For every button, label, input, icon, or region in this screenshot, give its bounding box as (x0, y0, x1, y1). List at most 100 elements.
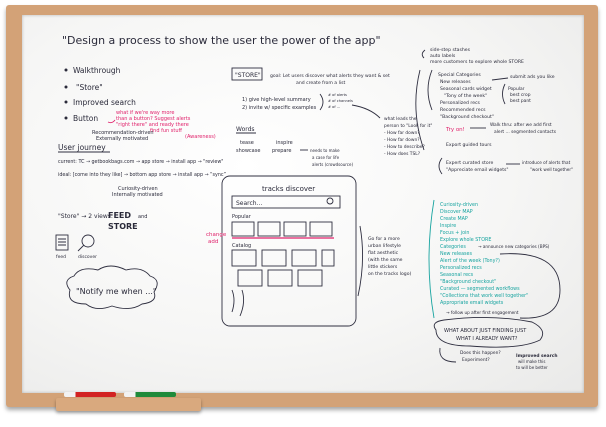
phone-search: Search... (236, 200, 262, 207)
svg-text:- How to describe?: - How to describe? (384, 144, 425, 150)
notify-text: "Notify me when ..." (76, 287, 157, 296)
svg-text:# of channels: # of channels (328, 99, 353, 103)
svg-text:Curiosity-driven: Curiosity-driven (440, 202, 478, 208)
journey-ideal: ideal: [come into they like] → bottom ap… (58, 172, 227, 178)
left-list-item: Button (73, 114, 98, 123)
try-on-label: Try on! (445, 127, 465, 133)
phone-section-catalog: Catalog (232, 243, 251, 249)
svg-text:what if we're way more: what if we're way more (116, 110, 174, 116)
red-change-note: change (206, 232, 227, 238)
svg-text:inspire: inspire (276, 140, 293, 146)
svg-text:auto labels: auto labels (430, 53, 456, 59)
svg-text:- How far down?: - How far down? (384, 130, 420, 136)
svg-text:Popular: Popular (508, 86, 525, 92)
what-leads-note: what leads the person to "Look for it" -… (351, 69, 432, 157)
right-list: Special Categories New releases Seasonal… (427, 69, 555, 120)
svg-text:side-step stashes: side-step stashes (430, 47, 471, 53)
reco-note: Externally motivated (96, 136, 148, 142)
user-journey: User journey current: TC → getbookbags.c… (58, 143, 227, 198)
svg-text:Seasonal recs: Seasonal recs (440, 272, 474, 278)
svg-text:→ follow up after first engage: → follow up after first engagement (446, 310, 519, 315)
reco-note: Recommendation-driven (92, 130, 154, 136)
store-goal: "STORE" goal: Let users discover what al… (231, 67, 390, 86)
svg-text:"Background checkout": "Background checkout" (440, 114, 494, 120)
left-list-item: "Store" (76, 83, 103, 92)
svg-text:best pant: best pant (510, 98, 531, 104)
store-goal-box: "STORE" (235, 72, 261, 79)
button-note: what if we're way more than a button? Su… (107, 110, 216, 140)
svg-text:Personalized recs: Personalized recs (440, 100, 481, 106)
svg-text:Personalized recs: Personalized recs (440, 265, 482, 271)
and-label: and (138, 214, 147, 220)
svg-text:Appropriate email widgets: Appropriate email widgets (440, 300, 504, 306)
svg-text:Special Categories: Special Categories (438, 72, 481, 78)
svg-text:Inspire: Inspire (440, 223, 456, 229)
words-label: Words (236, 126, 255, 133)
svg-text:discover: discover (78, 254, 97, 260)
svg-text:best crop: best crop (510, 92, 531, 98)
svg-text:(Awareness): (Awareness) (185, 134, 216, 140)
right-top-block: side-step stashes auto labels more custo… (421, 47, 524, 65)
svg-text:"Tony of the week": "Tony of the week" (444, 93, 487, 99)
svg-text:Create MAP: Create MAP (440, 216, 468, 222)
svg-text:New releases: New releases (440, 251, 472, 257)
svg-text:Explore whole STORE: Explore whole STORE (440, 237, 491, 243)
svg-text:Categories: Categories (440, 244, 466, 250)
phone-title: tracks discover (262, 185, 315, 193)
does-happen-note: Does this happen? (460, 350, 501, 356)
svg-text:Focus + join: Focus + join (440, 230, 469, 236)
svg-text:little stickers: little stickers (368, 264, 398, 270)
whiteboard-surface (22, 15, 584, 393)
curiosity-note: Curiosity-driven (118, 186, 158, 192)
svg-text:# of alerts: # of alerts (328, 93, 347, 97)
board-title: "Design a process to show the user the p… (62, 34, 381, 47)
phone-section-popular: Popular (232, 214, 252, 220)
store-label: STORE (108, 222, 138, 231)
red-marker (64, 392, 116, 397)
red-change-note: add (208, 239, 218, 245)
svg-text:submit ads you like: submit ads you like (510, 74, 555, 80)
svg-text:introduce of alerts that: introduce of alerts that (522, 160, 571, 165)
svg-text:on the tracks logo): on the tracks logo) (368, 271, 412, 277)
store-views: "Store" → 2 views: FEED and STORE (58, 211, 147, 231)
words-block: Words tease showcase inspire prepare nee… (236, 126, 353, 167)
svg-text:alerts (crowdsource): alerts (crowdsource) (312, 162, 353, 167)
svg-text:"Appreciate email widgets": "Appreciate email widgets" (446, 167, 509, 173)
svg-text:New releases: New releases (440, 79, 471, 85)
green-marker (124, 392, 176, 397)
walkthru-note: Walk thru: after we add first (490, 122, 552, 128)
svg-text:needs to make: needs to make (310, 148, 340, 153)
svg-text:# of ...: # of ... (328, 105, 340, 109)
svg-text:Curated — segmented workflows: Curated — segmented workflows (440, 286, 520, 292)
svg-text:tease: tease (240, 140, 254, 146)
svg-text:more customers to explore whol: more customers to explore whole STORE (430, 59, 524, 65)
feed-label: FEED (108, 211, 131, 220)
svg-text:"work well together": "work well together" (530, 167, 573, 172)
teal-list: Curiosity-driven Discover MAP Create MAP… (428, 199, 561, 319)
svg-text:Discover MAP: Discover MAP (440, 209, 473, 215)
svg-text:- How far down?: - How far down? (384, 137, 420, 143)
svg-text:2) invite w/ specific examples: 2) invite w/ specific examples (242, 105, 317, 111)
svg-text:"Background checkout": "Background checkout" (440, 279, 496, 285)
svg-text:person to "Look for it": person to "Look for it" (384, 123, 432, 129)
svg-text:1) give high-level summary: 1) give high-level summary (242, 97, 311, 103)
svg-text:Go for a more: Go for a more (368, 236, 400, 242)
store-goal-line: and create from a list (296, 80, 346, 86)
svg-text:WHAT ABOUT JUST FINDING JUST: WHAT ABOUT JUST FINDING JUST (444, 328, 527, 334)
svg-text:"Collections that work well to: "Collections that work well together" (440, 293, 528, 299)
store-goal-line: goal: Let users discover what alerts the… (270, 73, 390, 79)
svg-text:Alert of the week (Tony?): Alert of the week (Tony?) (440, 258, 500, 264)
svg-text:what leads the: what leads the (384, 116, 417, 122)
svg-text:find fun stuff: find fun stuff (150, 128, 183, 134)
left-list-item: Walkthrough (73, 66, 121, 75)
svg-text:"right there" and ready there: "right there" and ready there (116, 122, 189, 128)
steps: 1) give high-level summary 2) invite w/ … (242, 93, 353, 111)
improved-search-note: to will be better (516, 365, 548, 370)
does-happen-note: Experiment? (462, 357, 490, 363)
svg-text:- How does TSL?: - How does TSL? (384, 151, 421, 157)
feed-icon: feed (55, 234, 69, 260)
svg-text:flat aesthetic: flat aesthetic (368, 250, 399, 256)
improved-search-note: Improved search (516, 353, 558, 359)
svg-text:urban lifestyle: urban lifestyle (368, 243, 401, 249)
